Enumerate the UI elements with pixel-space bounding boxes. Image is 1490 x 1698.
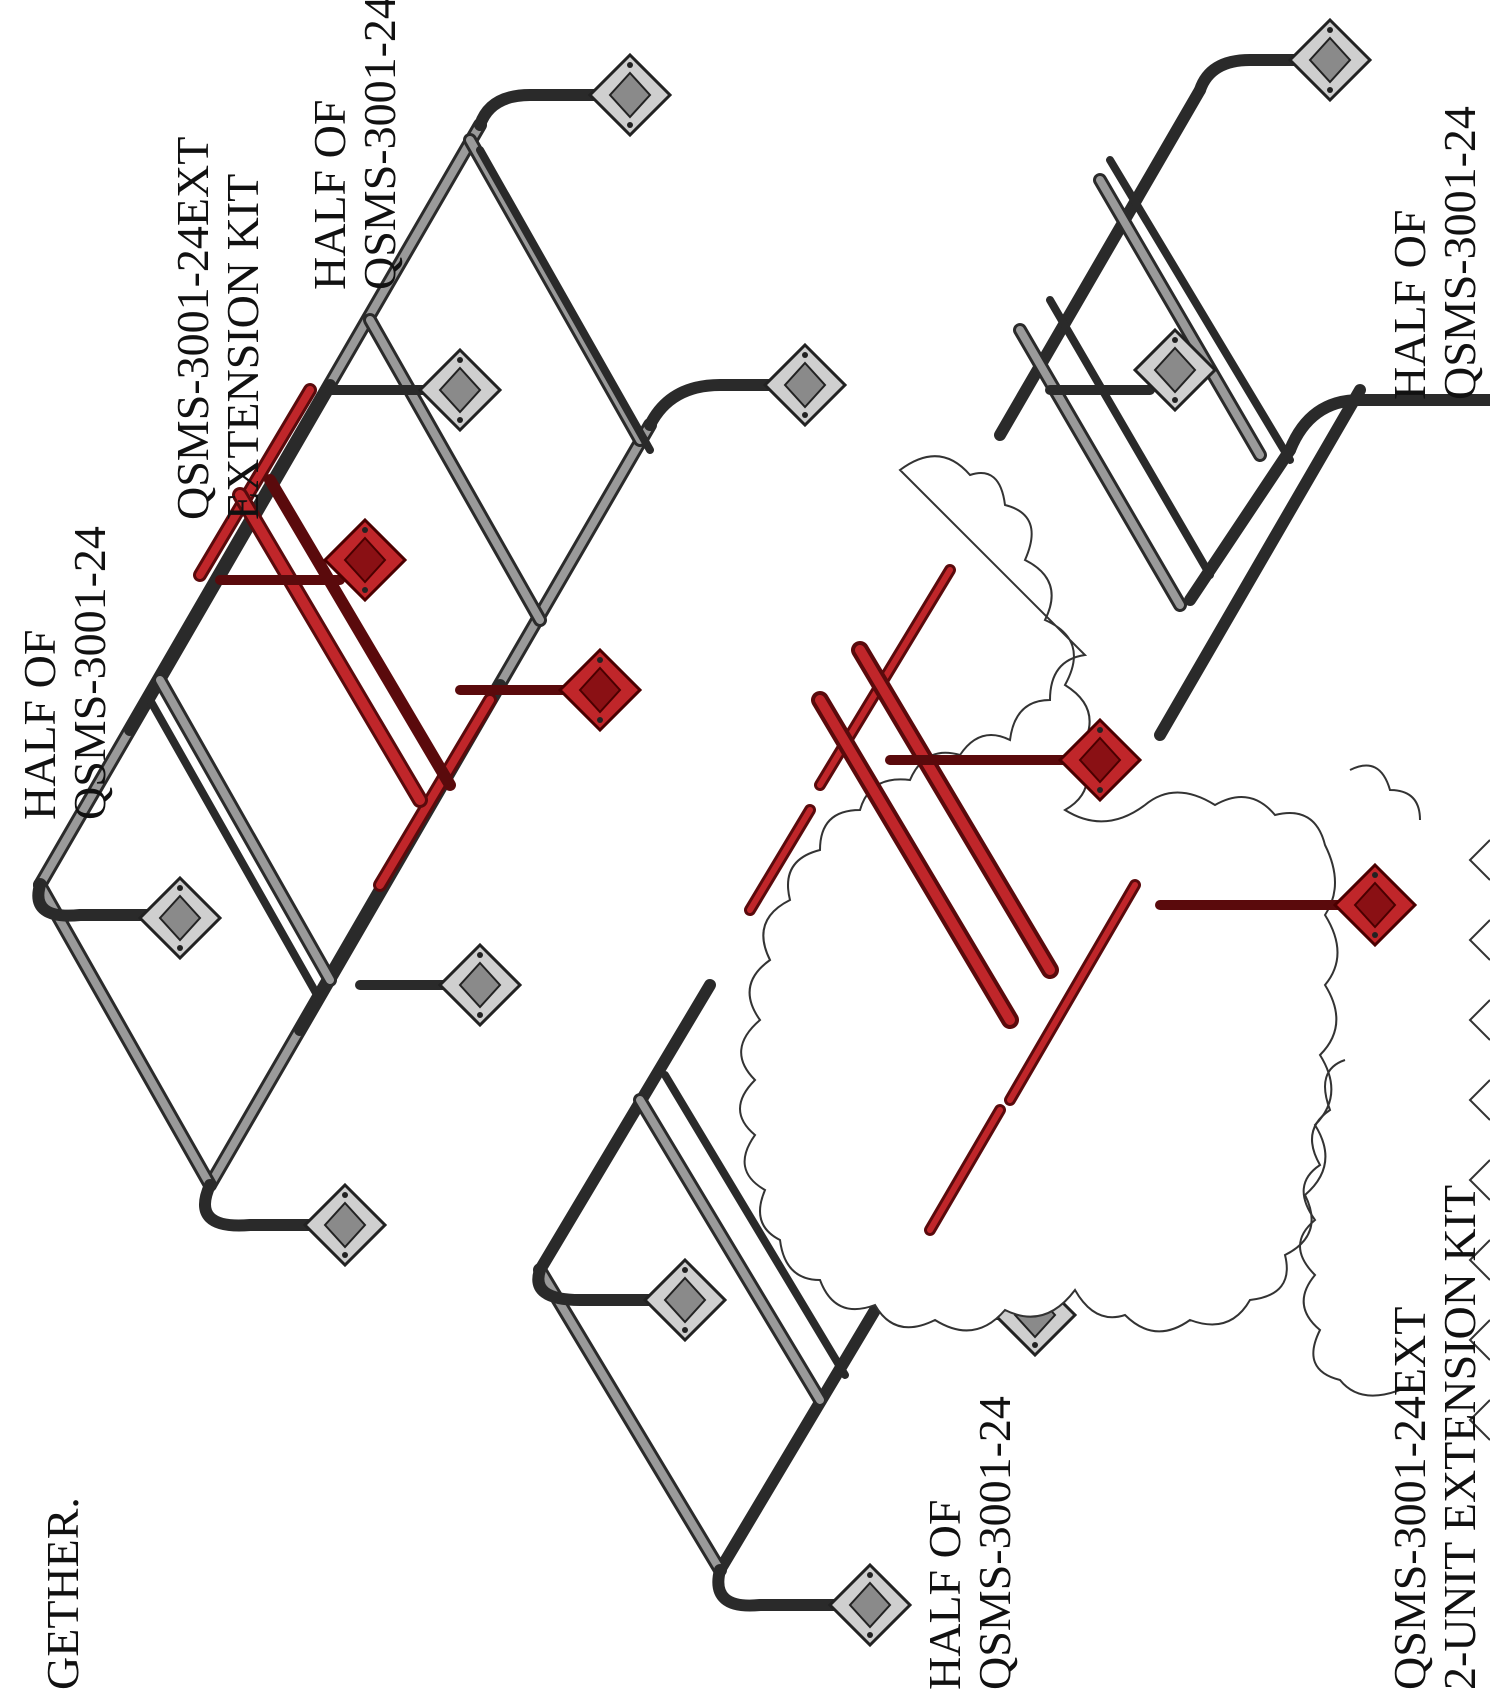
frame-half-bottom [532, 979, 1015, 1612]
foot-plate [1288, 18, 1372, 102]
foot-plate [438, 943, 522, 1027]
frame-half-right [994, 54, 1490, 741]
foot-plate-red [1333, 863, 1417, 947]
foot-plate [828, 1563, 912, 1647]
foot-plate-red [558, 648, 642, 732]
foot-plate [588, 53, 672, 137]
foot-plate [303, 1183, 387, 1267]
extension-kit-parts [744, 564, 1345, 1236]
label-together-fragment: GETHER. [37, 1497, 88, 1690]
foot-plate [763, 343, 847, 427]
frame-assembly-top [32, 89, 806, 1232]
extension-kit-installed [193, 383, 585, 892]
foot-plate [1133, 328, 1217, 412]
foot-plate [643, 1258, 727, 1342]
label-cloud [1299, 764, 1490, 1441]
foot-plate [138, 876, 222, 960]
